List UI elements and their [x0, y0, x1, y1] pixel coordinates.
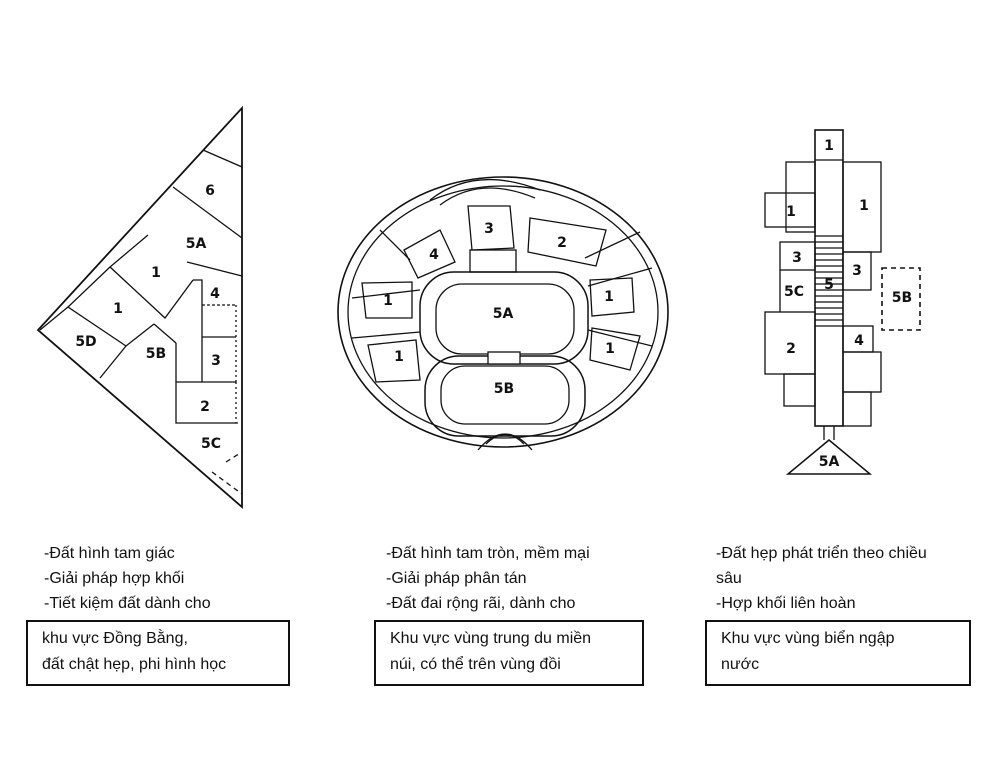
linear-block-label: 1	[786, 204, 796, 220]
linear-block-label: 5	[824, 277, 834, 293]
linear-block-label: 4	[854, 333, 864, 349]
round-block-label: 5B	[494, 381, 514, 397]
round-block-label: 5A	[493, 306, 514, 322]
linear-block-label: 5A	[819, 454, 840, 470]
round-notes: -Đất hình tam tròn, mềm mại -Giải pháp p…	[386, 541, 590, 616]
box-line: đất chật hẹp, phi hình học	[42, 656, 227, 673]
linear-block-label: 2	[786, 341, 796, 357]
note-line: -Giải pháp phân tán	[386, 570, 527, 587]
box-line: núi, có thể trên vùng đồi	[390, 656, 561, 673]
note-line: -Tiết kiệm đất dành cho	[44, 595, 211, 612]
triangle-block-label: 5D	[75, 334, 96, 350]
linear-block-label: 3	[792, 250, 802, 266]
round-plan	[337, 176, 669, 451]
round-block-label: 3	[484, 221, 494, 237]
round-block-label: 4	[429, 247, 439, 263]
box-line: Khu vực vùng biển ngập	[721, 630, 895, 647]
linear-block-label: 5B	[892, 290, 912, 306]
triangle-summary-box: khu vực Đồng Bằng, đất chật hẹp, phi hìn…	[26, 620, 290, 686]
triangle-block-label: 3	[211, 353, 221, 369]
round-summary-box: Khu vực vùng trung du miền núi, có thể t…	[374, 620, 644, 686]
plan-labels: 6 5A 1 1 4 5D 5B 3 2 5C 3 2 4 1 1 5A 1 1 5B 1 1 1 3 3 5C 5 5B 2 4 5A	[75, 138, 912, 470]
triangle-block-label: 4	[210, 286, 220, 302]
note-line: -Đất hình tam giác	[44, 545, 175, 562]
triangle-block-label: 5B	[146, 346, 166, 362]
triangle-block-label: 1	[113, 301, 123, 317]
note-line: -Đất đai rộng rãi, dành cho	[386, 595, 576, 612]
note-line: sâu	[716, 570, 742, 587]
triangle-block-label: 1	[151, 265, 161, 281]
triangle-block-label: 6	[205, 183, 215, 199]
triangle-block-label: 2	[200, 399, 210, 415]
round-block-label: 1	[605, 341, 615, 357]
triangle-plan	[36, 105, 243, 509]
round-block-label: 2	[557, 235, 567, 251]
linear-block-label: 5C	[784, 284, 804, 300]
linear-block-label: 1	[859, 198, 869, 214]
box-line: Khu vực vùng trung du miền	[390, 630, 592, 647]
box-line: nước	[721, 656, 760, 673]
round-block-label: 1	[394, 349, 404, 365]
triangle-notes: -Đất hình tam giác -Giải pháp hợp khối -…	[44, 541, 211, 616]
box-line: khu vực Đồng Bằng,	[42, 630, 188, 647]
note-line: -Hợp khối liên hoàn	[716, 595, 856, 612]
note-line: -Giải pháp hợp khối	[44, 570, 185, 587]
note-line: -Đất hẹp phát triển theo chiều	[716, 545, 927, 562]
round-block-label: 1	[383, 293, 393, 309]
round-block-label: 1	[604, 289, 614, 305]
linear-block-label: 1	[824, 138, 834, 154]
linear-notes: -Đất hẹp phát triển theo chiều sâu -Hợp …	[716, 541, 927, 616]
linear-block-label: 3	[852, 263, 862, 279]
linear-plan	[764, 129, 921, 475]
linear-summary-box: Khu vực vùng biển ngập nước	[705, 620, 971, 686]
note-line: -Đất hình tam tròn, mềm mại	[386, 545, 590, 562]
triangle-block-label: 5C	[201, 436, 221, 452]
triangle-block-label: 5A	[186, 236, 207, 252]
